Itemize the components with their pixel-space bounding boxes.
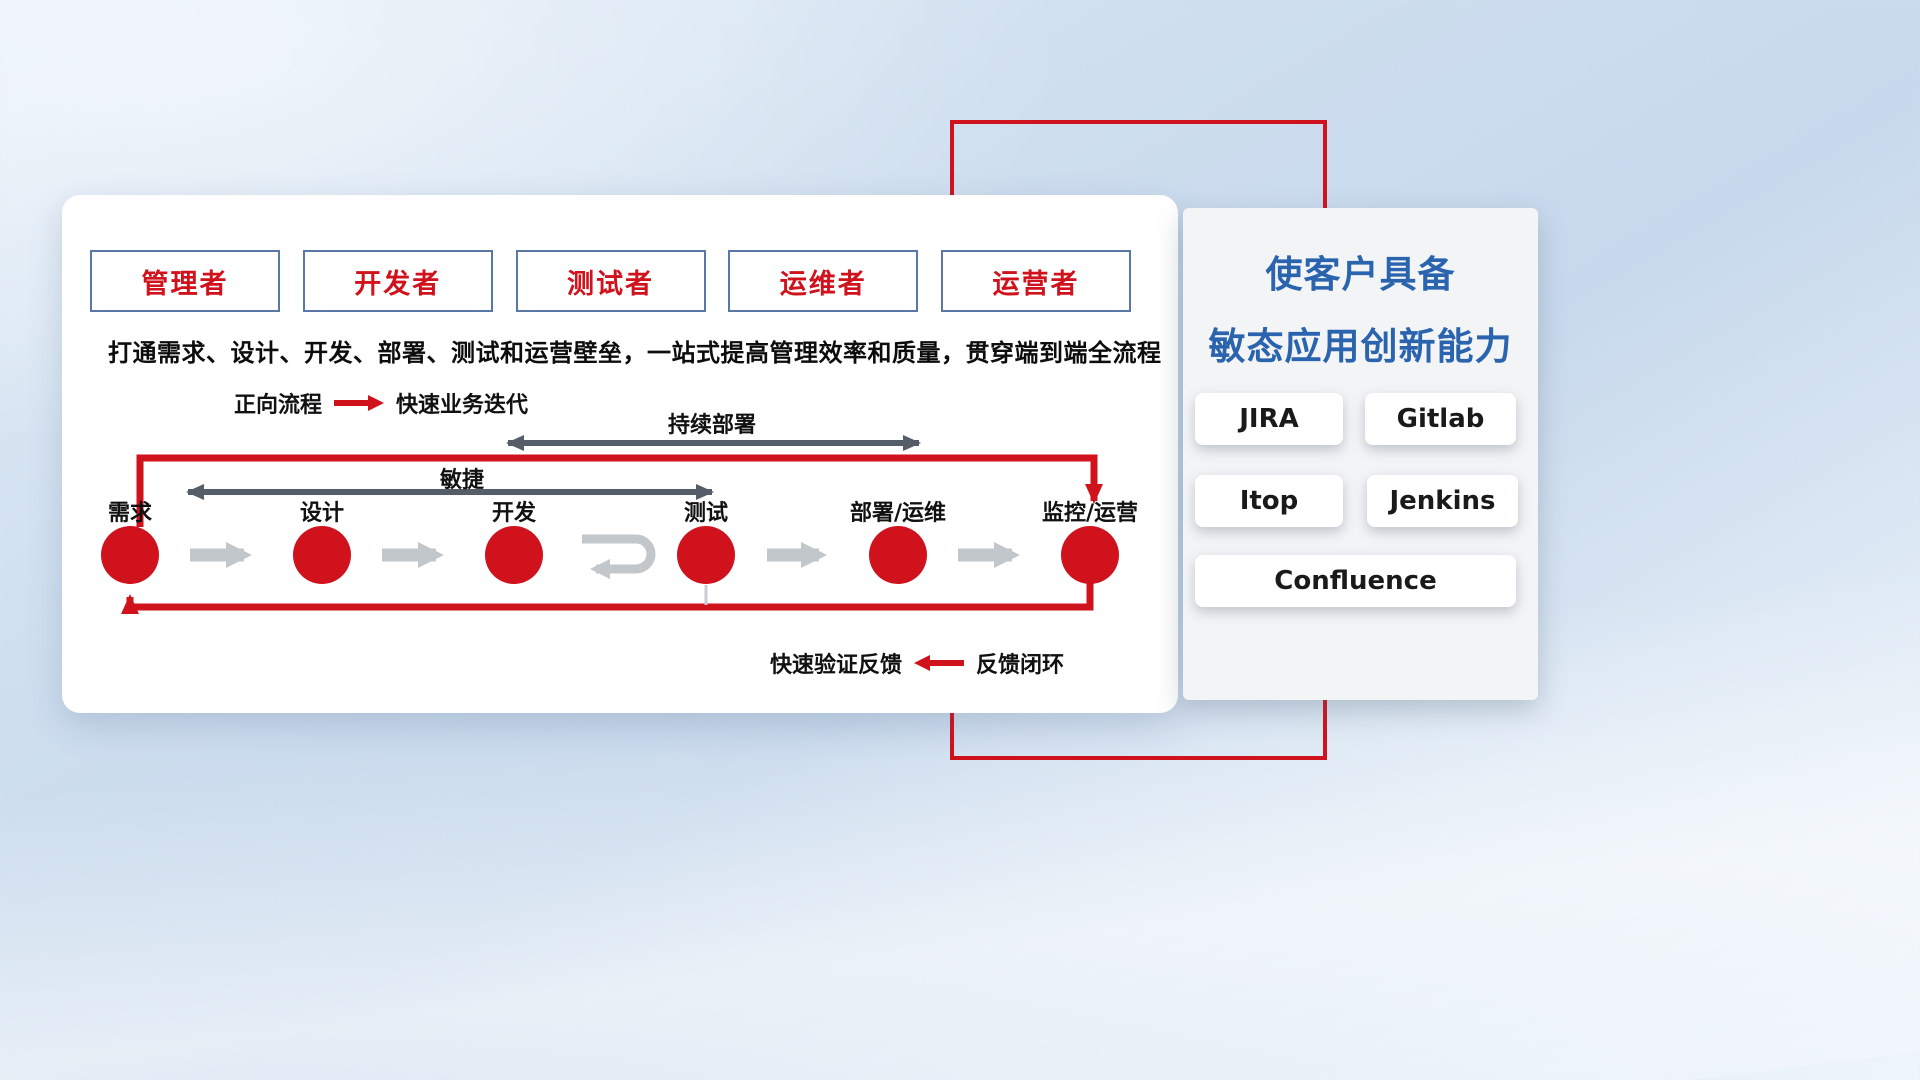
role-label: 运维者	[779, 268, 867, 300]
feedback-legend: 快速验证反馈 反馈闭环	[770, 647, 1064, 679]
panel-title-line2: 敏态应用创新能力	[1208, 325, 1513, 368]
step-label-development: 开发	[491, 501, 536, 526]
tool-label: JIRA	[1239, 404, 1299, 434]
role-box-developer: 开发者	[302, 250, 493, 312]
feedback-label: 快速验证反馈	[770, 653, 903, 678]
role-box-tester: 测试者	[515, 250, 706, 312]
tool-label: Confluence	[1274, 566, 1437, 596]
tool-chip-itop: Itop	[1195, 475, 1343, 527]
tool-chip-confluence: Confluence	[1195, 555, 1516, 607]
role-box-ops: 运维者	[728, 250, 919, 312]
tool-chip-jira: JIRA	[1195, 393, 1343, 445]
forward-flow-label: 正向流程	[234, 393, 323, 418]
step-label-monitor-operations: 监控/运营	[1041, 501, 1139, 526]
role-label: 管理者	[141, 268, 229, 300]
feedback-value: 反馈闭环	[976, 653, 1065, 678]
iteration-arrow-icon	[582, 534, 656, 579]
forward-flow-legend: 正向流程 快速业务迭代	[234, 387, 528, 419]
step-circle-development	[485, 526, 543, 584]
flow-diagram	[101, 435, 1119, 614]
forward-arrow-icon	[334, 395, 385, 411]
capability-panel: 使客户具备 敏态应用创新能力 JIRA Gitlab Itop Jenkins …	[1183, 208, 1538, 700]
step-circle-deploy-ops	[869, 526, 927, 584]
step-label-design: 设计	[299, 501, 344, 526]
tool-label: Jenkins	[1389, 486, 1496, 516]
agile-label: 敏捷	[439, 468, 484, 493]
step-circle-requirements	[101, 526, 159, 584]
role-label: 开发者	[354, 268, 442, 300]
tool-label: Gitlab	[1396, 404, 1485, 434]
step-label-deploy-ops: 部署/运维	[849, 501, 947, 526]
step-label-testing: 测试	[683, 501, 728, 526]
devops-subtitle: 打通需求、设计、开发、部署、测试和运营壁垒，一站式提高管理效率和质量，贯穿端到端…	[108, 339, 1162, 367]
role-label: 测试者	[567, 268, 654, 300]
role-label: 运营者	[992, 268, 1080, 300]
red-loop-feedback-path	[121, 581, 1094, 614]
role-box-operator: 运营者	[941, 250, 1131, 312]
continuous-deploy-label: 持续部署	[667, 413, 756, 438]
red-loop-top-path	[136, 454, 1103, 527]
role-box-manager: 管理者	[90, 250, 280, 312]
tool-chip-jenkins: Jenkins	[1367, 475, 1518, 527]
feedback-arrow-icon	[914, 655, 965, 671]
step-circle-monitor-operations	[1061, 526, 1119, 584]
forward-flow-value: 快速业务迭代	[396, 393, 529, 418]
devops-flow-card: 管理者 开发者 测试者 运维者 运营者 打通需求、设计、开发、部署、测试和运营壁…	[62, 195, 1178, 713]
step-circle-testing	[677, 526, 735, 584]
tool-label: Itop	[1239, 486, 1299, 516]
step-label-requirements: 需求	[107, 501, 152, 526]
tool-chip-gitlab: Gitlab	[1365, 393, 1516, 445]
step-circle-design	[293, 526, 351, 584]
roles-row: 管理者 开发者 测试者 运维者 运营者	[90, 250, 1131, 312]
panel-title-line1: 使客户具备	[1265, 253, 1456, 296]
